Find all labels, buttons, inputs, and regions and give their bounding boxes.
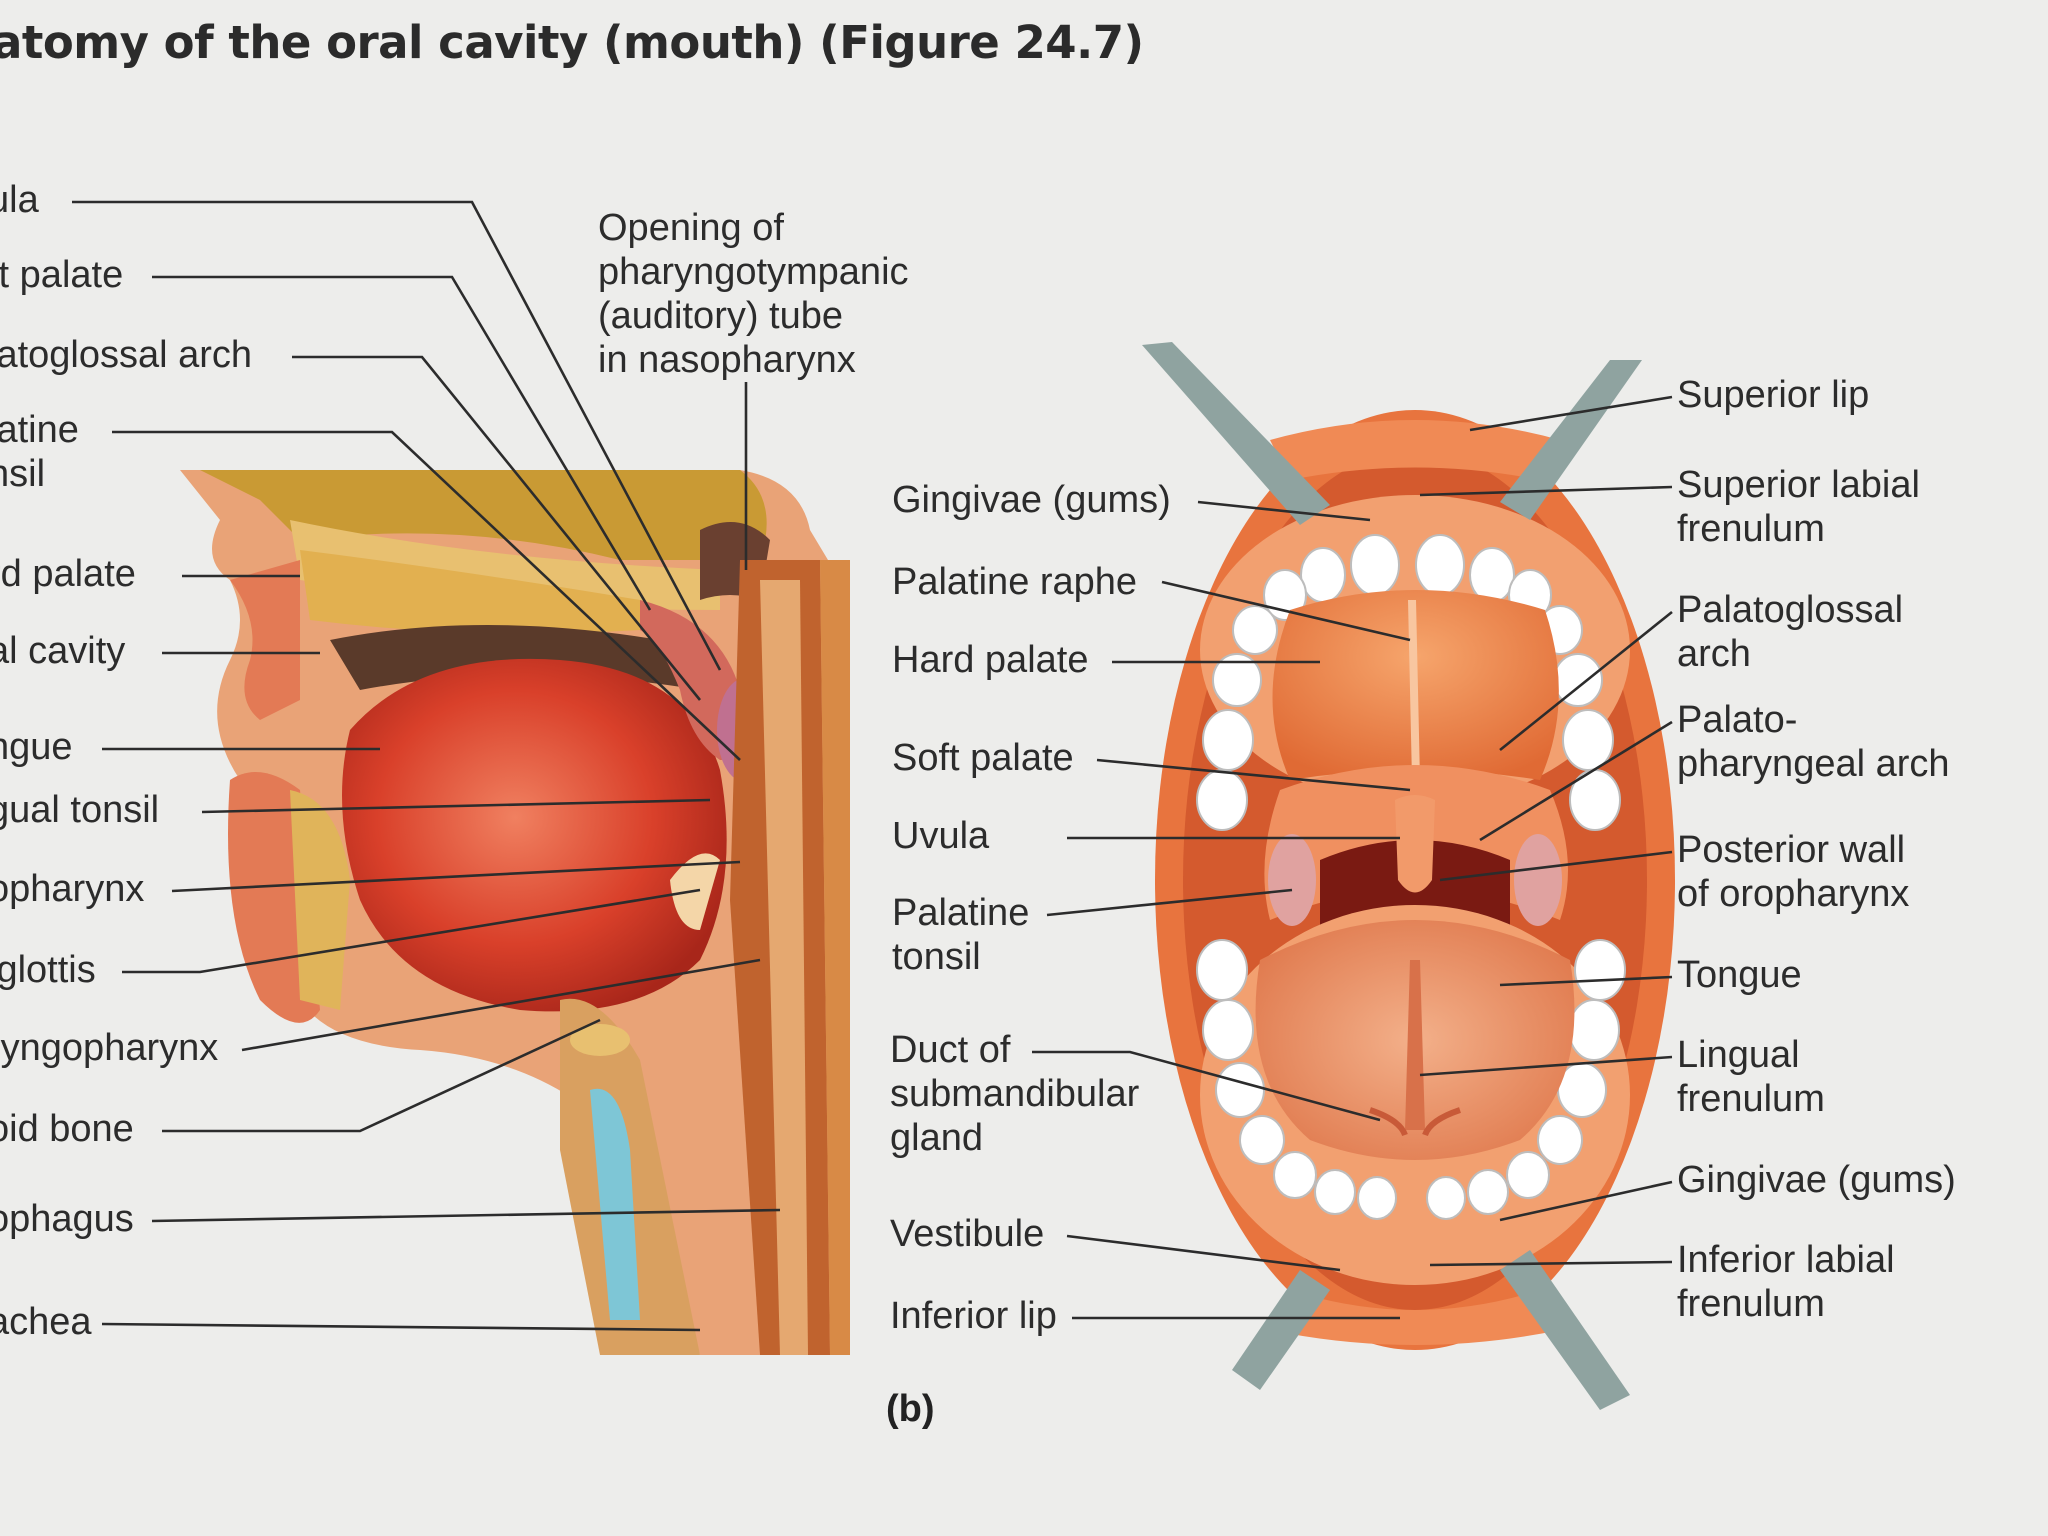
label-posterior-wall-oropharynx: Posterior wall of oropharynx bbox=[1677, 829, 1910, 915]
label-palatine-tonsil: latine nsil bbox=[0, 409, 79, 495]
label-oropharynx: opharynx bbox=[0, 868, 145, 910]
label-vestibule: Vestibule bbox=[890, 1213, 1045, 1255]
label-palatoglossal-arch: latoglossal arch bbox=[0, 334, 253, 376]
label-inferior-lip: Inferior lip bbox=[890, 1295, 1057, 1337]
label-superior-labial-frenulum: Superior labial frenulum bbox=[1677, 464, 1920, 550]
label-submandibular-duct: Duct of submandibular gland bbox=[890, 1029, 1140, 1159]
open-mouth-illustration bbox=[1142, 342, 1675, 1410]
panel-b-caption: (b) bbox=[886, 1388, 935, 1430]
label-lingual-frenulum: Lingual frenulum bbox=[1677, 1034, 1825, 1120]
label-oral-cavity: al cavity bbox=[0, 630, 126, 672]
label-tongue: ngue bbox=[0, 726, 73, 768]
leader-lines bbox=[72, 200, 1673, 1332]
label-lingual-tonsil: gual tonsil bbox=[0, 789, 160, 831]
sagittal-section-illustration bbox=[180, 470, 850, 1355]
label-palatopharyngeal-arch: Palato- pharyngeal arch bbox=[1677, 699, 1950, 785]
label-hard-palate-b: Hard palate bbox=[892, 639, 1089, 681]
label-soft-palate: ft palate bbox=[0, 254, 124, 296]
label-uvula-b: Uvula bbox=[892, 815, 990, 857]
label-trachea: achea bbox=[0, 1301, 92, 1343]
label-pharyngotympanic-tube-opening: Opening of pharyngotympanic (auditory) t… bbox=[598, 207, 909, 381]
label-palatine-raphe: Palatine raphe bbox=[892, 561, 1138, 603]
label-uvula: ula bbox=[0, 179, 39, 221]
label-palatine-tonsil-b: Palatine tonsil bbox=[892, 892, 1030, 978]
label-hard-palate: rd palate bbox=[0, 553, 136, 595]
label-esophagus: ophagus bbox=[0, 1198, 134, 1240]
label-epiglottis: iglottis bbox=[0, 949, 96, 991]
label-palatoglossal-arch-b: Palatoglossal arch bbox=[1677, 589, 1904, 675]
label-soft-palate-b: Soft palate bbox=[892, 737, 1074, 779]
label-inferior-labial-frenulum: Inferior labial frenulum bbox=[1677, 1239, 1895, 1325]
label-gingivae-lower: Gingivae (gums) bbox=[1677, 1159, 1956, 1201]
label-tongue-b: Tongue bbox=[1677, 954, 1802, 996]
figure-title: atomy of the oral cavity (mouth) (Figure… bbox=[0, 16, 1144, 69]
label-superior-lip: Superior lip bbox=[1677, 374, 1870, 416]
label-hyoid-bone: oid bone bbox=[0, 1108, 134, 1150]
label-laryngopharynx: ryngopharynx bbox=[0, 1027, 219, 1069]
label-gingivae-upper: Gingivae (gums) bbox=[892, 479, 1171, 521]
